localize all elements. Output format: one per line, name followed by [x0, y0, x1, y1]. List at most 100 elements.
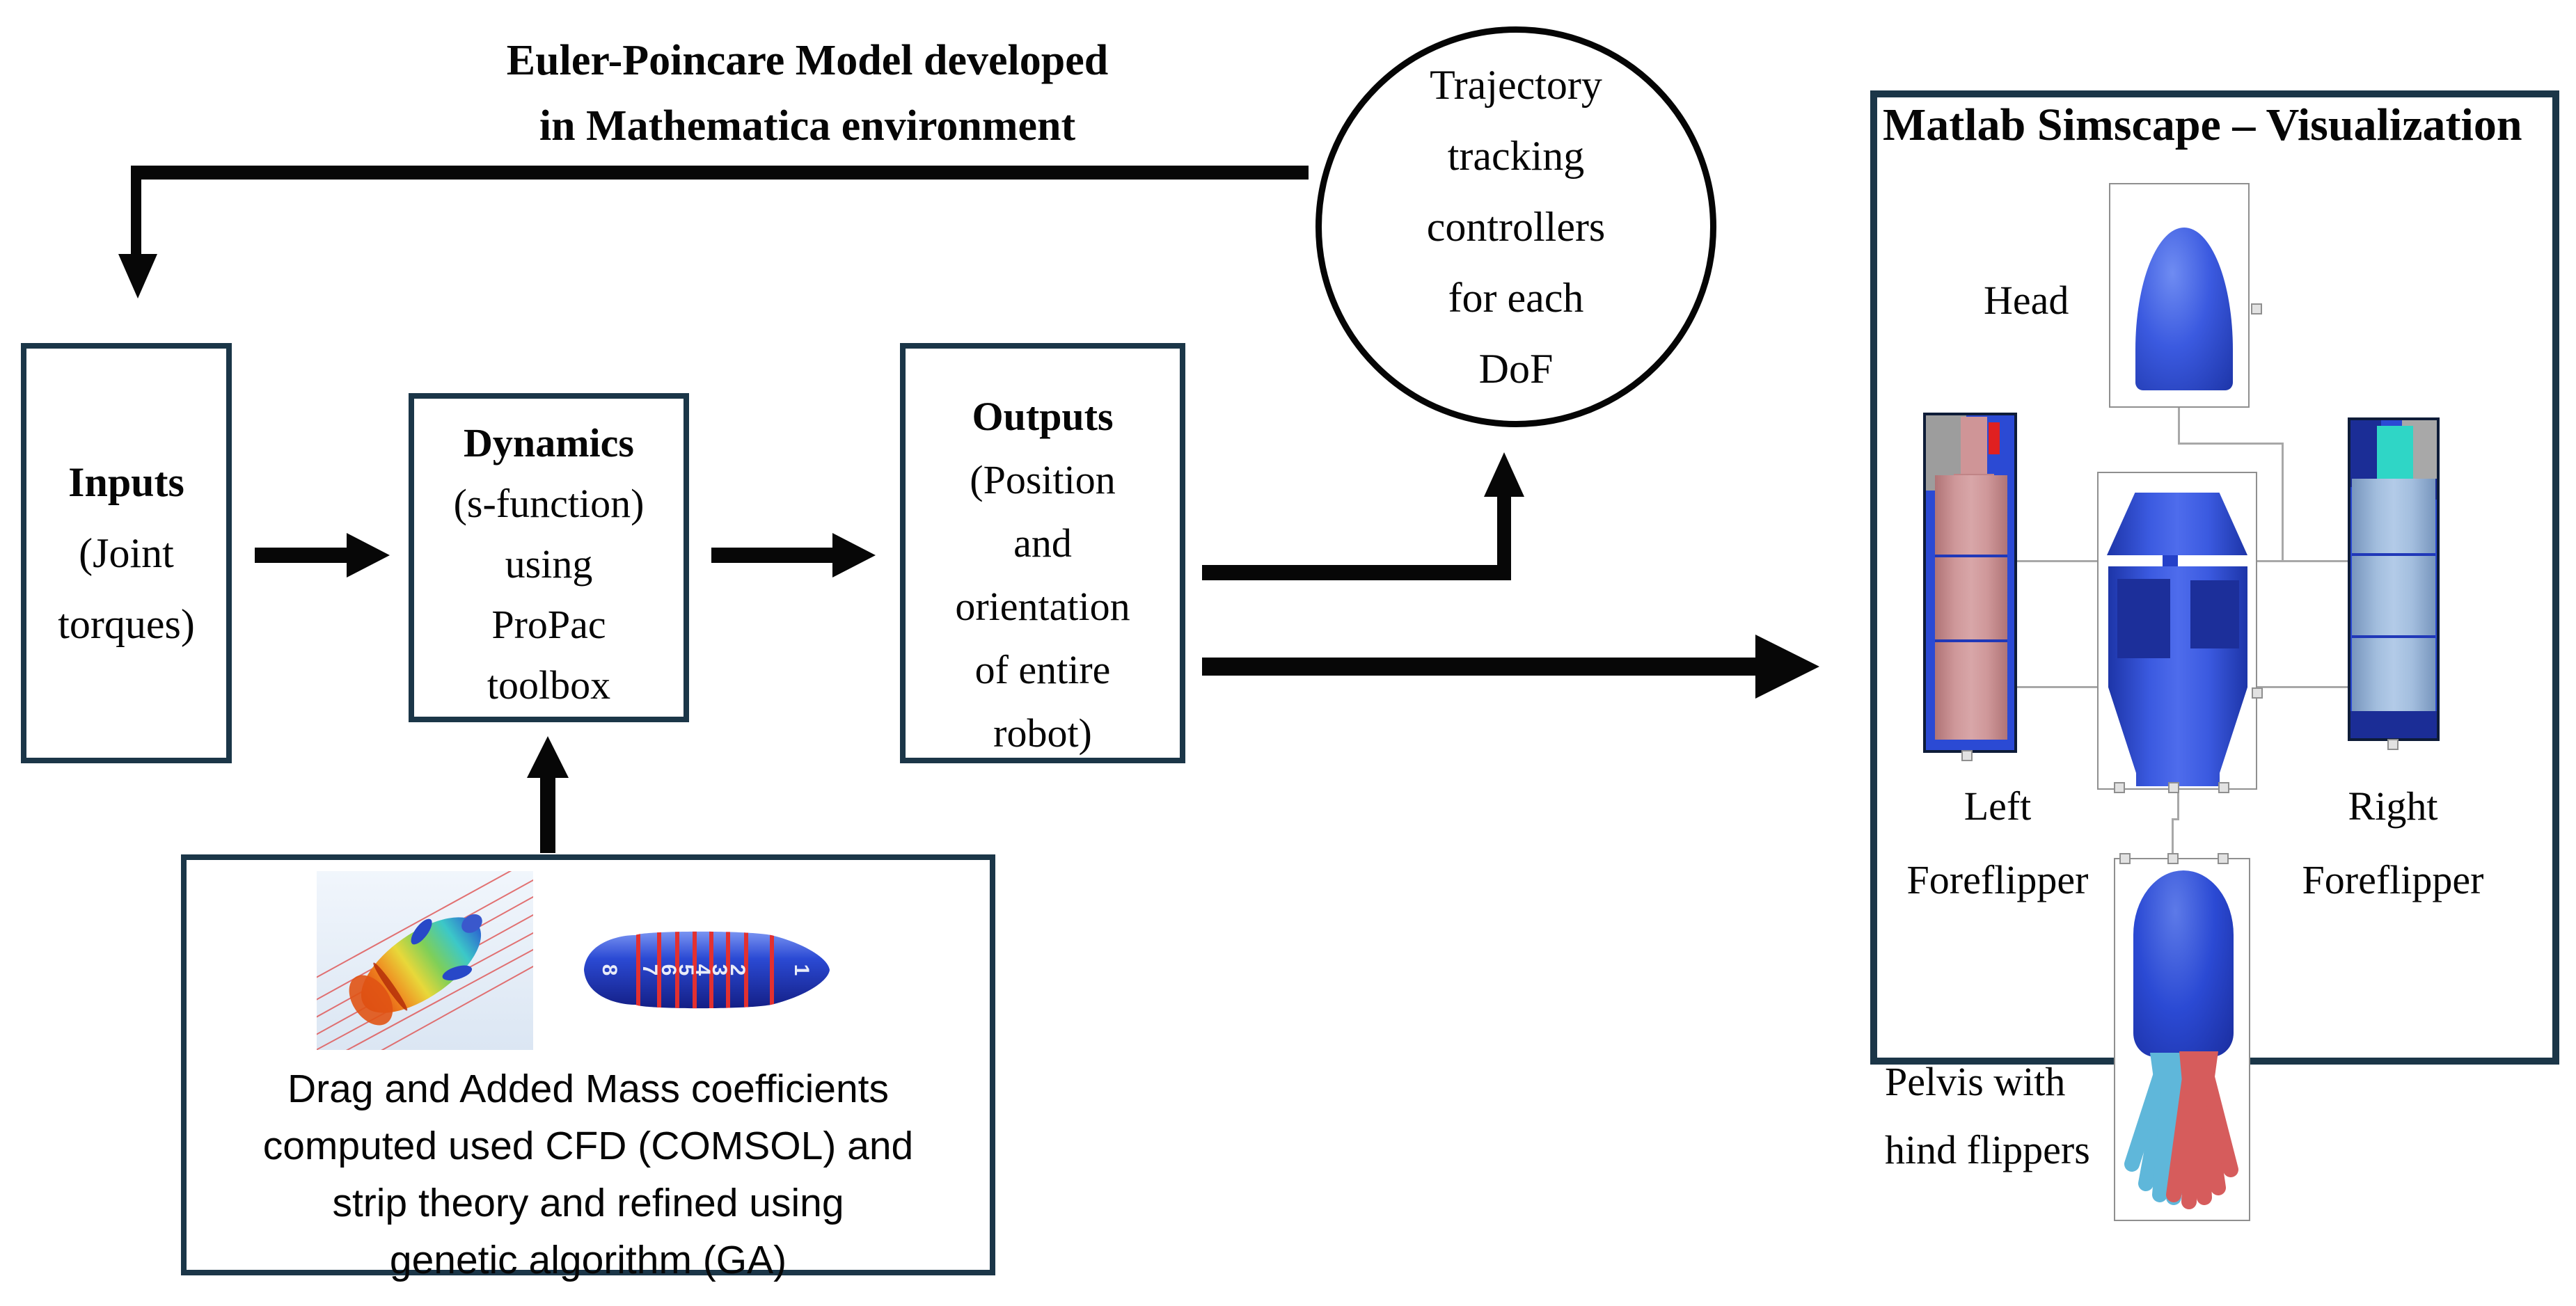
pelvis-top-port-2 [2167, 853, 2179, 864]
outputs-line: robot) [993, 710, 1092, 756]
feedback-arrowhead-icon [118, 254, 157, 298]
arrow-outputs-circle-head-icon [1484, 452, 1524, 497]
circle-line: DoF [1478, 346, 1554, 392]
cfd-simulation-image [309, 862, 540, 1064]
connector-left-upper [2017, 560, 2097, 562]
torso-component-box [2097, 472, 2257, 790]
circle-line: Trajectory [1430, 62, 1602, 108]
title-line-2: in Mathematica environment [539, 102, 1076, 150]
capsule-segment-label: 5 [674, 964, 697, 976]
arrow-coefficients-dynamics-shaft [540, 778, 555, 853]
torso-bottom-port-1 [2114, 782, 2125, 793]
left-cylinder-joint-line-1 [1935, 555, 2007, 557]
caption-line: Drag and Added Mass coefficients [287, 1067, 889, 1111]
connector-torso-pelvis-v1 [2177, 790, 2179, 820]
connector-left-lower [2017, 686, 2097, 688]
caption-line: genetic algorithm (GA) [389, 1238, 787, 1282]
connector-head-torso-v1 [2178, 408, 2180, 444]
left-flipper-motor [1961, 417, 1987, 474]
right-cylinder-joint-line-2 [2352, 635, 2435, 638]
right-flipper-cylinder [2352, 479, 2435, 711]
diagram-title: Euler-Poincare Model developed in Mathem… [459, 28, 1155, 159]
capsule-segment-label: 4 [691, 964, 714, 976]
arrow-outputs-simscape-head-icon [1755, 635, 1819, 699]
pelvis-label-line: hind flippers [1885, 1127, 2090, 1172]
right-label-line: Right [2348, 783, 2438, 829]
pelvis-label-line: Pelvis with [1885, 1059, 2066, 1104]
pelvis-label: Pelvis with hind flippers [1885, 1048, 2121, 1184]
pelvis-barrel-shape [2133, 870, 2234, 1057]
outputs-box: Outputs (Position and orientation of ent… [900, 343, 1185, 763]
capsule-segment-label: 6 [657, 964, 680, 976]
dynamics-heading: Dynamics [464, 420, 634, 465]
left-flipper-port-square [1961, 750, 1973, 761]
arrow-outputs-circle-horizontal [1202, 565, 1511, 580]
caption-line: strip theory and refined using [332, 1181, 844, 1225]
left-cylinder-joint-line-2 [1935, 639, 2007, 642]
capsule-segment-label: 3 [708, 964, 731, 976]
inputs-line: (Joint [79, 530, 174, 576]
left-foreflipper-box [1923, 413, 2017, 753]
left-foreflipper-label: Left Foreflipper [1886, 770, 2109, 917]
hind-flippers-graphic [2124, 1051, 2238, 1209]
right-foreflipper-label: Right Foreflipper [2282, 770, 2504, 917]
arrow-coefficients-dynamics-head-icon [527, 736, 569, 778]
right-label-line: Foreflipper [2302, 857, 2484, 902]
capsule-segment-label: 1 [790, 964, 813, 976]
connector-torso-pelvis-v2 [2172, 818, 2174, 854]
inputs-line: torques) [58, 601, 195, 647]
torso-hatch-right [2190, 580, 2239, 648]
caption-line: computed used CFD (COMSOL) and [262, 1124, 914, 1168]
circle-line: tracking [1447, 133, 1585, 179]
left-flipper-red-part [1989, 422, 2000, 454]
outputs-heading: Outputs [972, 394, 1114, 439]
circle-line: for each [1448, 275, 1584, 321]
feedback-arrow-horizontal [131, 166, 1309, 180]
dynamics-line: (s-function) [453, 481, 645, 526]
simscape-panel: Matlab Simscape – Visualization Head [1870, 90, 2559, 1221]
simscape-title: Matlab Simscape – Visualization [1883, 99, 2522, 150]
right-flipper-navy-base [2350, 711, 2437, 738]
left-label-line: Foreflipper [1906, 857, 2089, 902]
outputs-line: (Position [970, 457, 1116, 502]
right-flipper-port-square [2387, 739, 2399, 750]
coefficients-box: 8 7 6 5 4 3 2 1 Drag and Added Mass coef… [181, 854, 995, 1282]
right-flipper-navy-patch [2350, 420, 2381, 487]
capsule-segment-label: 8 [598, 964, 621, 976]
pelvis-top-port-1 [2119, 853, 2131, 864]
pelvis-component-box [2114, 858, 2250, 1221]
arrow-inputs-dynamics-head-icon [347, 533, 390, 578]
pelvis-top-port-3 [2218, 853, 2229, 864]
inputs-box: Inputs (Joint torques) [21, 343, 232, 763]
coefficients-caption: Drag and Added Mass coefficients compute… [200, 1060, 976, 1289]
segmented-capsule-image: 8 7 6 5 4 3 2 1 [576, 921, 834, 1019]
dynamics-box: Dynamics (s-function) using ProPac toolb… [409, 393, 689, 722]
capsule-segment-label: 7 [638, 964, 661, 976]
inputs-heading: Inputs [68, 459, 184, 505]
head-component-box [2109, 183, 2250, 408]
connector-torso-pelvis-h [2172, 818, 2179, 820]
arrow-outputs-simscape-shaft [1202, 658, 1755, 676]
torso-bottom-port-3 [2218, 782, 2229, 793]
cfd-seal-graphic [309, 862, 540, 1064]
right-foreflipper-box [2348, 417, 2440, 741]
dynamics-line: using [505, 541, 593, 587]
head-label: Head [1984, 278, 2069, 323]
left-label-line: Left [1963, 783, 2032, 829]
feedback-arrow-vertical [131, 166, 141, 257]
torso-neck-trapezoid [2107, 493, 2247, 555]
trajectory-controller-circle: Trajectory tracking controllers for each… [1315, 26, 1716, 427]
torso-bottom-port-2 [2168, 782, 2179, 793]
dynamics-line: ProPac [491, 602, 606, 647]
connector-head-torso-h [2178, 443, 2283, 445]
capsule-segment-label: 2 [726, 964, 749, 976]
title-line-1: Euler-Poincare Model developed [506, 37, 1109, 84]
torso-port-square [2252, 687, 2263, 699]
torso-neck-notch [2163, 555, 2178, 566]
outputs-line: and [1013, 520, 1072, 566]
dynamics-line: toolbox [487, 662, 611, 708]
torso-hatch-left [2117, 579, 2170, 658]
arrow-outputs-circle-vertical [1497, 495, 1511, 580]
circle-line: controllers [1426, 204, 1606, 250]
